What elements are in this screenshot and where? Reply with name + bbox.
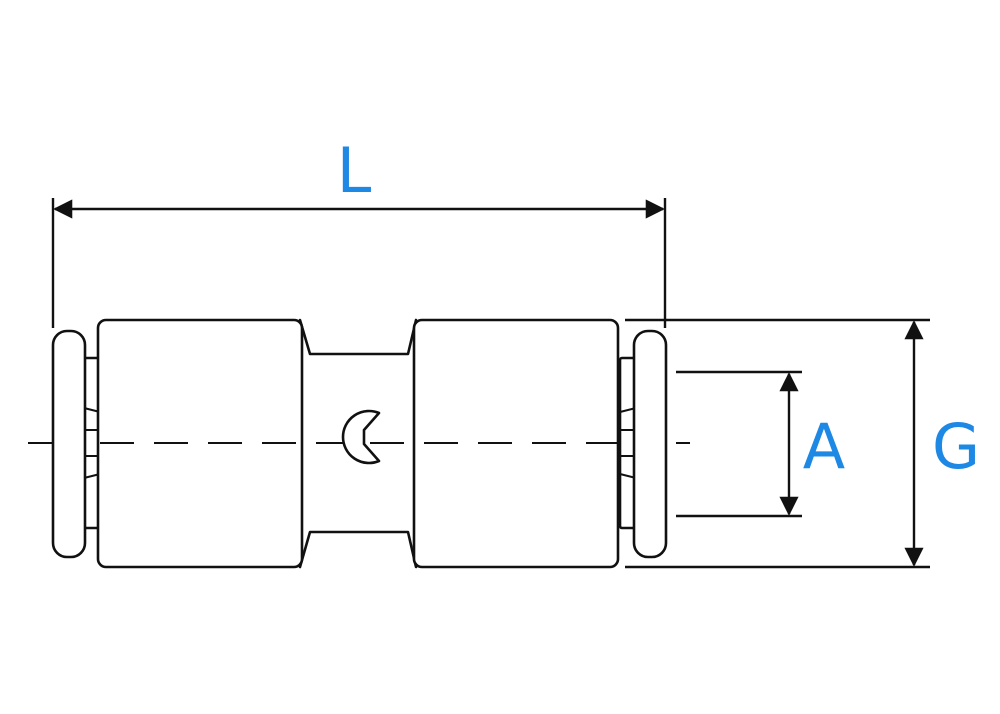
inner-label: A bbox=[803, 410, 845, 483]
right-collet bbox=[618, 329, 668, 559]
left-body bbox=[96, 318, 304, 569]
outer-dimension: G bbox=[625, 318, 980, 569]
length-dimension: L bbox=[51, 134, 667, 328]
left-collet bbox=[51, 329, 102, 559]
inner-dimension: A bbox=[676, 370, 845, 518]
c-mark-icon bbox=[341, 409, 381, 465]
outer-label: G bbox=[932, 410, 980, 483]
length-label: L bbox=[337, 134, 372, 207]
